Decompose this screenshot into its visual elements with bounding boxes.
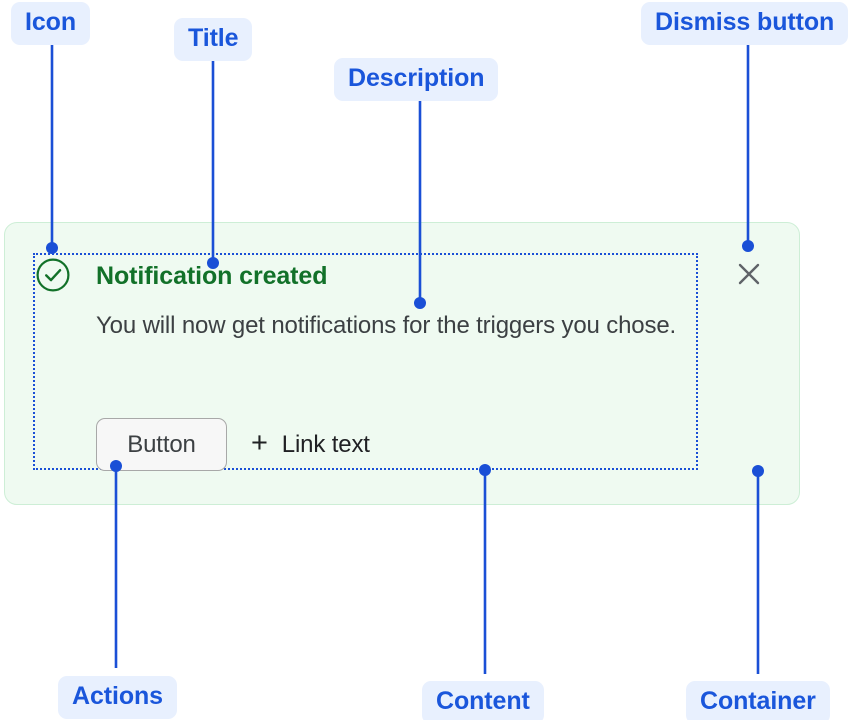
notification-title: Notification created — [96, 262, 328, 290]
action-link-label: Link text — [281, 430, 370, 458]
notification-actions: Button + Link text — [96, 418, 370, 471]
annotation-label-actions: Actions — [58, 676, 177, 719]
annotation-label-container: Container — [686, 681, 830, 720]
dismiss-button[interactable] — [732, 258, 766, 292]
plus-icon: + — [251, 427, 268, 459]
action-button[interactable]: Button — [96, 418, 227, 471]
annotation-label-title: Title — [174, 18, 253, 61]
close-icon — [736, 261, 762, 290]
notification-description: You will now get notifications for the t… — [96, 312, 677, 339]
annotation-label-description: Description — [334, 58, 499, 101]
action-link[interactable]: + Link text — [251, 427, 370, 459]
annotation-label-dismiss-button: Dismiss button — [641, 2, 849, 45]
annotation-label-icon: Icon — [11, 2, 90, 45]
annotation-label-content: Content — [422, 681, 544, 720]
check-circle-icon — [36, 258, 70, 292]
